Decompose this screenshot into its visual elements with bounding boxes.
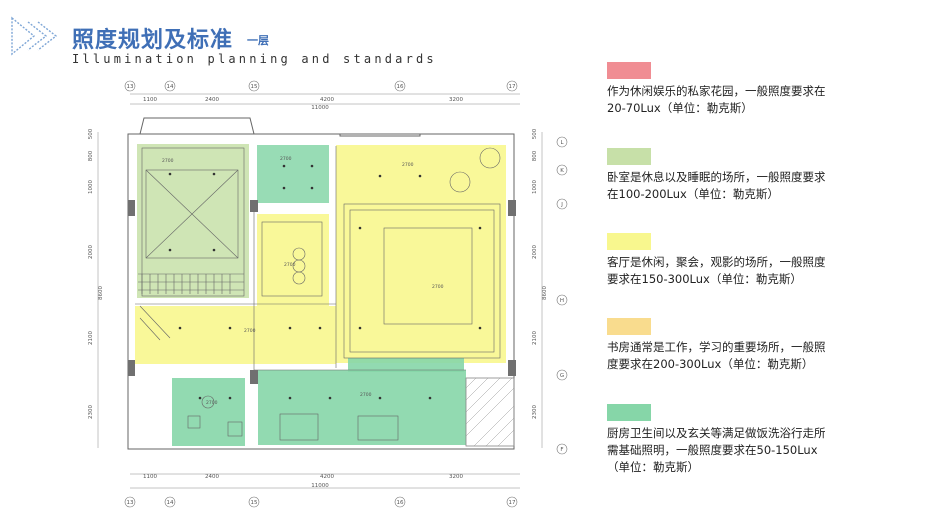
zone-kitchen-teal [258, 370, 466, 445]
dim-right-total: 8600 [542, 286, 548, 300]
axis-bottom-label: 14 [167, 500, 174, 506]
zone-hall-yellow [135, 306, 336, 364]
axis-right-label: G [560, 373, 564, 379]
axis-top-label: 16 [397, 84, 404, 90]
dim-top-total: 11000 [311, 105, 329, 111]
legend-item-bedroom: 卧室是休息以及睡眠的场所，一般照度要求在100-200Lux（单位：勒克斯） [607, 148, 907, 203]
dim-top: 2400 [205, 97, 219, 103]
balcony-hatch [465, 377, 515, 447]
axis-bottom-label: 13 [127, 500, 134, 506]
legend-swatch-green [607, 148, 651, 165]
lux-mark: 2700 [284, 262, 296, 268]
floor-tag: 一层 [247, 34, 269, 47]
zone-kitchen-strip-teal [348, 358, 464, 372]
dim-left: 2000 [88, 245, 94, 259]
axis-bottom-label: 17 [509, 500, 516, 506]
axis-right-label: F [560, 447, 563, 453]
interior-lines [135, 146, 515, 447]
zone-entry-teal [257, 145, 329, 203]
axis-top-label: 15 [251, 84, 258, 90]
axis-right-label: L [560, 140, 564, 146]
legend-text-living: 客厅是休闲，聚会，观影的场所，一般照度要求在150-300Lux（单位：勒克斯） [607, 255, 826, 286]
zone-bath-teal [172, 378, 245, 446]
legend-swatch-teal [607, 404, 651, 421]
legend-item-kitchen-bath: 厨房卫生间以及玄关等满足做饭洗浴行走所需基础照明，一般照度要求在50-150Lu… [607, 404, 907, 476]
dim-bottom: 1100 [143, 474, 157, 480]
dim-top: 1100 [143, 97, 157, 103]
axis-bottom-label: 16 [397, 500, 404, 506]
dim-left: 2100 [88, 331, 94, 345]
dim-bottom: 3200 [449, 474, 463, 480]
legend-swatch-yellow [607, 233, 651, 250]
dim-bottom: 2400 [205, 474, 219, 480]
dim-top: 3200 [449, 97, 463, 103]
dim-left: 500 [88, 128, 94, 139]
dim-right: 2100 [532, 331, 538, 345]
lux-mark: 2700 [360, 392, 372, 398]
light-fixtures [168, 164, 482, 400]
dim-left-total: 8600 [98, 286, 104, 300]
lux-mark: 2700 [280, 156, 292, 162]
dim-left: 1000 [88, 180, 94, 194]
zone-bedroom-green [137, 144, 249, 298]
legend-item-study: 书房通常是工作，学习的重要场所，一般照度要求在200-300Lux（单位：勒克斯… [607, 318, 907, 373]
legend-text-garden: 作为休闲娱乐的私家花园，一般照度要求在20-70Lux（单位：勒克斯） [607, 84, 826, 115]
axis-right: L K J H G F 500 800 1000 2000 2100 2300 … [532, 128, 568, 455]
dim-bottom: 4200 [320, 474, 334, 480]
legend-item-garden: 作为休闲娱乐的私家花园，一般照度要求在20-70Lux（单位：勒克斯） [607, 62, 907, 117]
axis-top-label: 14 [167, 84, 174, 90]
dim-right: 500 [532, 128, 538, 139]
dim-left: 2300 [88, 405, 94, 419]
dim-bottom-total: 11000 [311, 483, 329, 489]
zone-study-yellow [257, 214, 329, 306]
axis-top-label: 17 [509, 84, 516, 90]
dim-right: 800 [532, 150, 538, 161]
legend-item-living: 客厅是休闲，聚会，观影的场所，一般照度要求在150-300Lux（单位：勒克斯） [607, 233, 907, 288]
axis-right-label: J [560, 202, 563, 208]
legend-swatch-orange [607, 318, 651, 335]
page-title: 照度规划及标准 [72, 28, 234, 53]
dim-right: 2300 [532, 405, 538, 419]
building-walls [127, 117, 515, 450]
floor-plan: 13 14 15 16 17 1100 2400 4200 3200 11000… [88, 80, 568, 508]
dim-right: 2000 [532, 245, 538, 259]
legend-text-bedroom: 卧室是休息以及睡眠的场所，一般照度要求在100-200Lux（单位：勒克斯） [607, 170, 826, 201]
lux-mark: 2700 [432, 284, 444, 290]
columns [128, 200, 516, 384]
axis-right-label: H [560, 298, 564, 304]
legend-swatch-red [607, 62, 651, 79]
page-subtitle-en: Illumination planning and standards [72, 52, 437, 66]
legend-text-kitchen-bath: 厨房卫生间以及玄关等满足做饭洗浴行走所需基础照明，一般照度要求在50-150Lu… [607, 426, 826, 474]
logo-chevron-icon [11, 16, 58, 56]
axis-right-label: K [560, 168, 564, 174]
lux-mark: 2700 [206, 400, 218, 406]
zone-living-yellow [336, 145, 506, 363]
lux-mark: 2700 [402, 162, 414, 168]
dim-right: 1000 [532, 180, 538, 194]
lux-mark: 2700 [162, 158, 174, 164]
lux-mark: 2700 [244, 328, 256, 334]
lux-marks: 2700 2700 2700 2700 2700 2700 2700 2700 [162, 156, 444, 406]
axis-top: 13 14 15 16 17 1100 2400 4200 3200 11000 [124, 80, 520, 111]
axis-top-label: 13 [127, 84, 134, 90]
legend-text-study: 书房通常是工作，学习的重要场所，一般照度要求在200-300Lux（单位：勒克斯… [607, 340, 826, 371]
axis-bottom-label: 15 [251, 500, 258, 506]
dim-top: 4200 [320, 97, 334, 103]
axis-bottom: 1100 2400 4200 3200 11000 13 14 15 16 17 [124, 473, 520, 508]
axis-left: L K J H G F 500 800 1000 2000 2100 2300 … [88, 128, 104, 448]
dim-left: 800 [88, 150, 94, 161]
